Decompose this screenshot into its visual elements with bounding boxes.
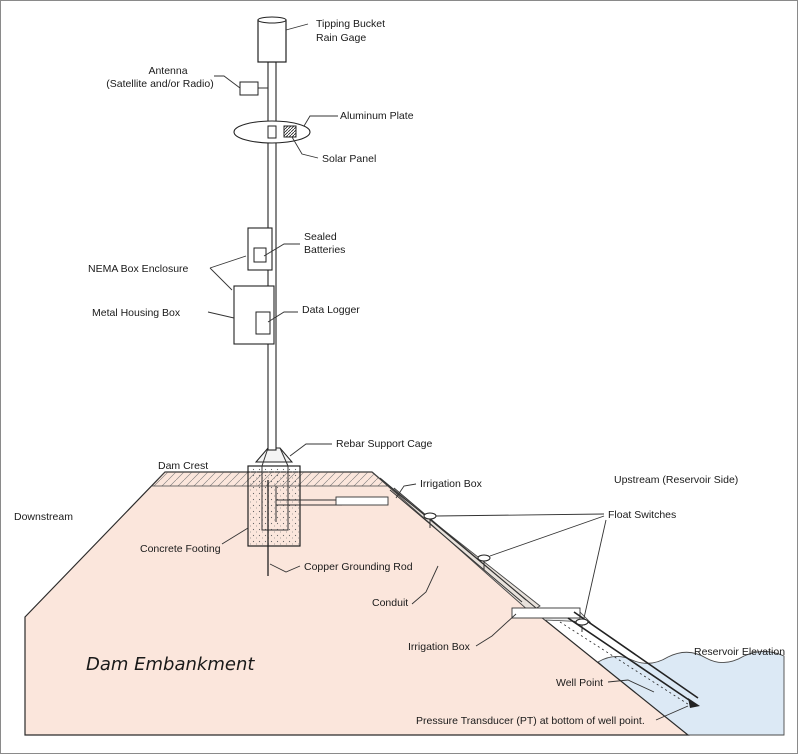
- label-solar-panel: Solar Panel: [322, 153, 376, 165]
- irrigation-box-top: [335, 496, 389, 506]
- label-pressure-transducer: Pressure Transducer (PT) at bottom of we…: [416, 715, 645, 727]
- label-downstream: Downstream: [14, 511, 73, 523]
- label-concrete-footing: Concrete Footing: [140, 543, 221, 555]
- label-copper-rod: Copper Grounding Rod: [304, 561, 413, 573]
- label-rain-gage-2: Rain Gage: [316, 32, 366, 44]
- label-antenna-1: Antenna: [148, 65, 187, 77]
- label-metal-housing: Metal Housing Box: [92, 307, 181, 319]
- label-well-point: Well Point: [556, 677, 603, 689]
- label-data-logger: Data Logger: [302, 304, 360, 316]
- label-rebar-cage: Rebar Support Cage: [336, 438, 432, 450]
- data-logger: [255, 311, 271, 335]
- label-irrigation-box-top: Irrigation Box: [420, 478, 483, 490]
- label-nema-box: NEMA Box Enclosure: [88, 263, 189, 275]
- label-sealed-batteries-2: Batteries: [304, 244, 345, 256]
- float-switch-2: [477, 554, 491, 570]
- conduit: [275, 486, 342, 522]
- rebar-support-cage: [261, 466, 289, 531]
- label-sealed-batteries-1: Sealed: [304, 231, 337, 243]
- label-dam-crest: Dam Crest: [158, 460, 208, 472]
- solar-panel: [283, 125, 297, 138]
- slope-layer: [371, 471, 541, 613]
- pressure-transducer: [688, 698, 700, 708]
- label-irrigation-box-bottom: Irrigation Box: [408, 641, 471, 653]
- antenna: [239, 81, 268, 96]
- float-switch-3: [575, 618, 589, 632]
- irrigation-box-bottom: [511, 607, 581, 619]
- label-antenna-2: (Satellite and/or Radio): [106, 78, 213, 90]
- label-dam-embankment: Dam Embankment: [86, 654, 255, 675]
- label-conduit: Conduit: [372, 597, 408, 609]
- label-upstream: Upstream (Reservoir Side): [614, 474, 738, 486]
- label-aluminum-plate: Aluminum Plate: [340, 110, 414, 122]
- sealed-batteries: [253, 247, 267, 263]
- mast-through-plate: [267, 125, 277, 139]
- label-rain-gage-1: Tipping Bucket: [316, 18, 385, 30]
- label-float-switches: Float Switches: [608, 509, 676, 521]
- well-point-pipe: [567, 611, 699, 703]
- label-reservoir-elevation: Reservoir Elevation: [694, 646, 785, 658]
- tipping-bucket-rain-gage: [257, 19, 287, 63]
- dam-embankment: [24, 471, 690, 736]
- concrete-footing: [247, 465, 301, 547]
